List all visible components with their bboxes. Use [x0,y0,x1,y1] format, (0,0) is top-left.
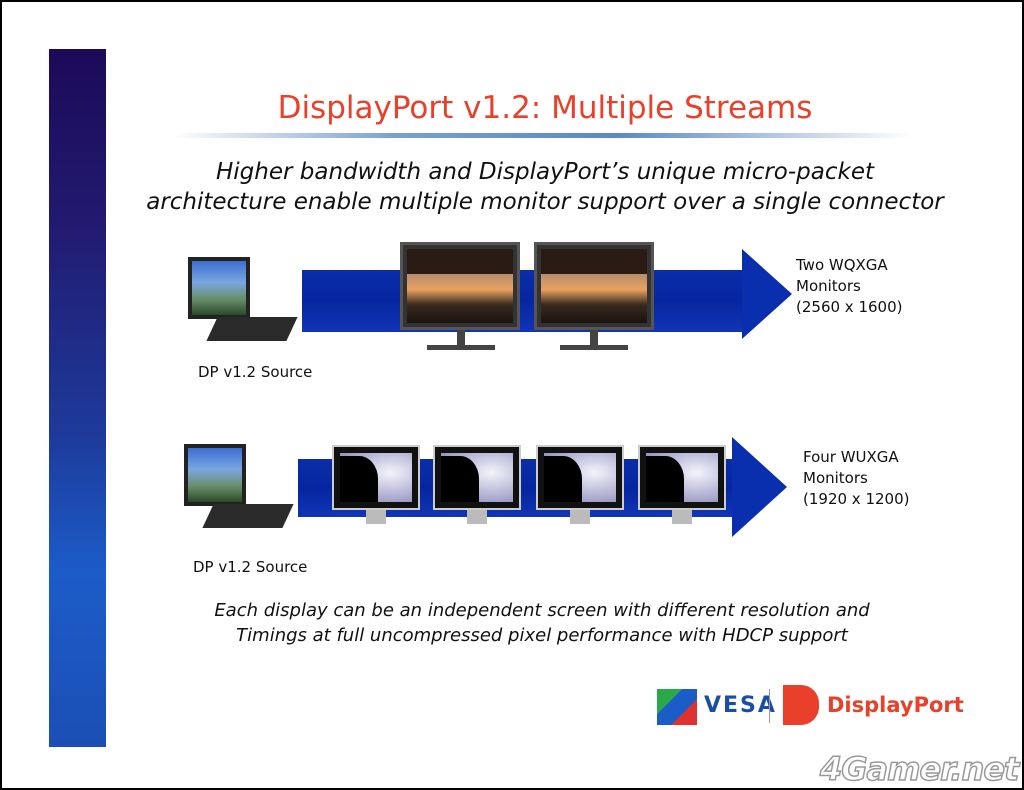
vesa-logo-text: VESA [704,693,777,718]
monitor-wuxga-4 [638,445,726,510]
monitor-wqxga-1 [400,242,520,330]
stream-arrow-shaft [302,270,744,332]
monitor-wqxga-2 [534,242,654,330]
monitor-wuxga-2 [433,445,521,510]
target-label-line-3: (2560 x 1600) [796,298,903,316]
subtitle-line-1: Higher bandwidth and DisplayPort’s uniqu… [215,159,874,185]
sidebar-decoration [49,49,106,747]
target-label-line-1: Two WQXGA [796,256,888,274]
monitor-stand [366,510,386,524]
source-label: DP v1.2 Source [193,558,308,576]
footer-line-2: Timings at full uncompressed pixel perfo… [236,625,848,646]
target-label-line-2: Monitors [796,277,861,295]
vesa-logo-icon [657,689,697,725]
subtitle-line-2: architecture enable multiple monitor sup… [146,189,944,215]
logo-bar: VESA DisplayPort [657,685,964,729]
target-label-line-2: Monitors [803,469,868,487]
target-label-line-3: (1920 x 1200) [803,490,910,508]
source-label: DP v1.2 Source [198,363,313,381]
title-underline [172,133,912,138]
monitor-stand-base [560,345,628,350]
footer-line-1: Each display can be an independent scree… [214,600,870,621]
target-label-line-1: Four WUXGA [803,448,899,466]
monitor-stand [457,330,465,346]
slide-title: DisplayPort v1.2: Multiple Streams [277,90,813,126]
stream-arrow-head [732,437,787,537]
monitor-wuxga-1 [332,445,420,510]
displayport-logo-icon [783,685,819,725]
watermark: 4Gamer.net [819,749,1020,789]
monitor-stand [672,510,692,524]
monitor-stand [467,510,487,524]
stream-arrow-head [742,249,792,339]
displayport-logo-text: DisplayPort [827,693,964,717]
monitor-stand [570,510,590,524]
monitor-wuxga-3 [536,445,624,510]
monitor-stand-base [427,345,495,350]
logo-divider [769,689,770,723]
monitor-stand [590,330,598,346]
